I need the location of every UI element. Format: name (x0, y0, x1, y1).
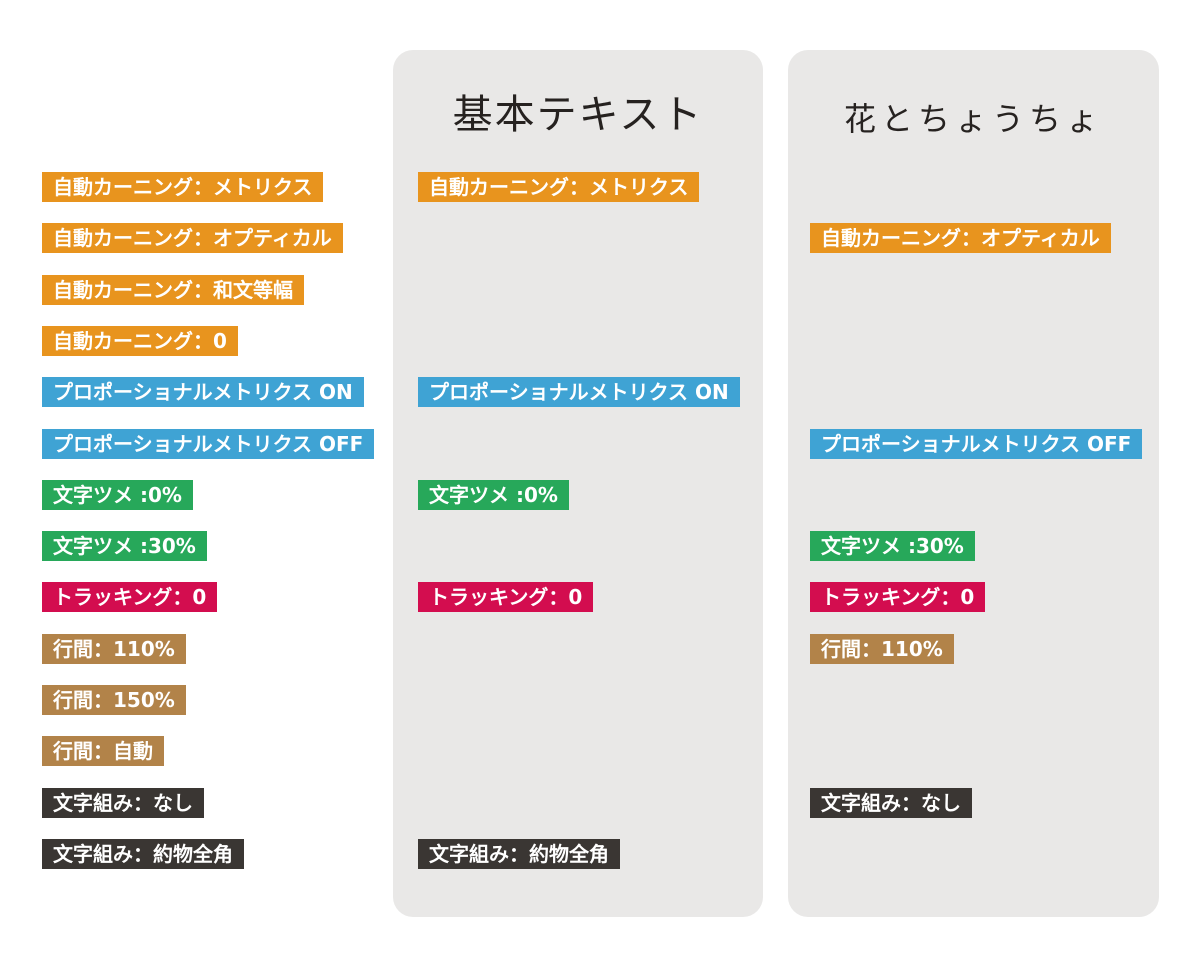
tag-tracking-0: トラッキング：0 (418, 582, 594, 612)
tag-leading-110: 行間：110% (42, 634, 186, 664)
basic-text-title: 基本テキスト (452, 92, 704, 138)
tag-tracking-0: トラッキング：0 (42, 582, 218, 612)
tag-prop-metrics-on: プロポーショナルメトリクス ON (418, 377, 740, 407)
tag-leading-150: 行間：150% (42, 685, 186, 715)
tag-auto-kerning-metrics: 自動カーニング：メトリクス (42, 172, 324, 202)
hana-chocho-title: 花とちょうちょ (843, 100, 1103, 138)
tag-tsume-30: 文字ツメ :30% (42, 531, 207, 561)
tag-mojikumi-none: 文字組み：なし (810, 788, 972, 818)
tag-prop-metrics-off: プロポーショナルメトリクス OFF (810, 429, 1143, 459)
tag-prop-metrics-on: プロポーショナルメトリクス ON (42, 377, 364, 407)
tag-tsume-0: 文字ツメ :0% (42, 480, 193, 510)
tag-auto-kerning-zero: 自動カーニング：0 (42, 326, 238, 356)
tag-auto-kerning-wabun: 自動カーニング：和文等幅 (42, 275, 304, 305)
tag-mojikumi-yakumono: 文字組み：約物全角 (418, 839, 620, 869)
tag-tsume-30: 文字ツメ :30% (810, 531, 975, 561)
panel-hana-chocho: 花とちょうちょ 自動カーニング：オプティカル プロポーショナルメトリクス OFF… (788, 50, 1159, 917)
tag-auto-kerning-metrics: 自動カーニング：メトリクス (418, 172, 700, 202)
tag-auto-kerning-optical: 自動カーニング：オプティカル (810, 223, 1111, 253)
tag-prop-metrics-off: プロポーショナルメトリクス OFF (42, 429, 375, 459)
tag-auto-kerning-optical: 自動カーニング：オプティカル (42, 223, 343, 253)
tag-mojikumi-yakumono: 文字組み：約物全角 (42, 839, 244, 869)
tag-tracking-0: トラッキング：0 (810, 582, 986, 612)
tag-leading-110: 行間：110% (810, 634, 954, 664)
tag-leading-auto: 行間：自動 (42, 736, 164, 766)
tag-tsume-0: 文字ツメ :0% (418, 480, 569, 510)
tag-mojikumi-none: 文字組み：なし (42, 788, 204, 818)
panel-basic-text: 基本テキスト 自動カーニング：メトリクス プロポーショナルメトリクス ON 文字… (393, 50, 763, 917)
